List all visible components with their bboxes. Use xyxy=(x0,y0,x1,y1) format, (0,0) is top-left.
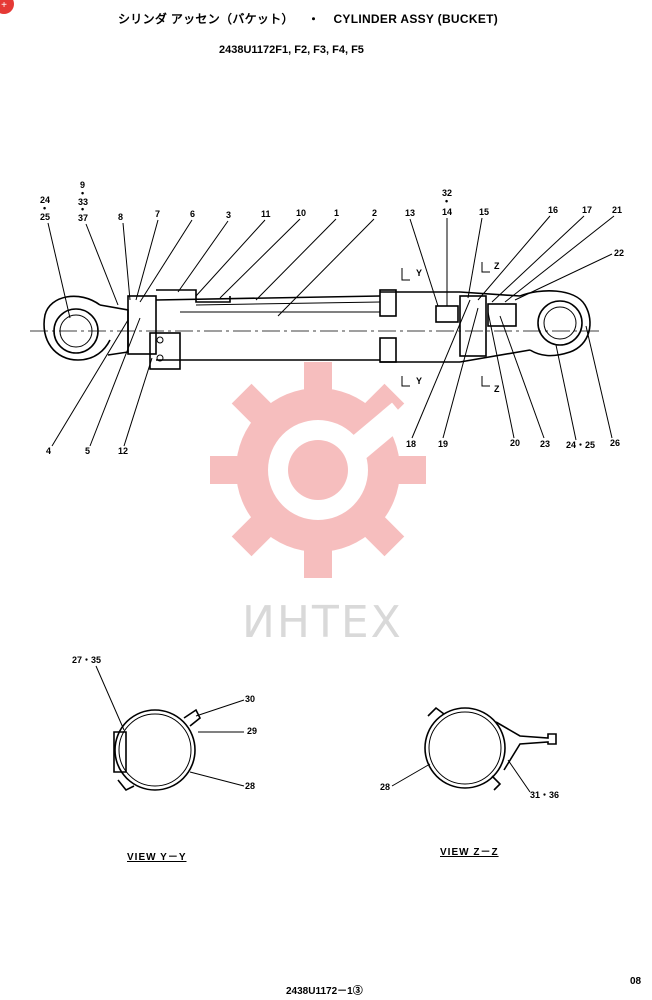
bottom-callouts: 4 5 12 18 19 20 23 24・25 26 xyxy=(46,299,620,456)
view-yy-caption: VIEW Y－Y xyxy=(127,852,187,863)
callout-20: 20 xyxy=(510,438,520,448)
callout-32: 32 xyxy=(442,188,452,198)
callout-4: 4 xyxy=(46,446,51,456)
cylinder-head xyxy=(127,289,231,370)
top-callouts: 24 • 25 9 • 33 • 37 8 7 6 3 11 10 1 2 13… xyxy=(40,180,624,319)
pipe-clamps xyxy=(379,289,517,363)
callout-12: 12 xyxy=(118,446,128,456)
title-english: CYLINDER ASSY (BUCKET) xyxy=(333,12,499,26)
svg-text:•: • xyxy=(81,188,84,198)
section-mark-z-top: Z xyxy=(494,261,500,271)
callout-15: 15 xyxy=(479,207,489,217)
callout-8: 8 xyxy=(118,212,123,222)
callout-1: 1 xyxy=(334,208,339,218)
watermark-text: ИНТЕХ xyxy=(242,597,403,648)
drawing-code: 2438U1172－1③ xyxy=(286,986,363,997)
svg-text:•: • xyxy=(445,196,448,206)
callout-13: 13 xyxy=(405,208,415,218)
rod-end-eye xyxy=(43,295,129,361)
plus-icon: + xyxy=(0,0,14,14)
callout-28-yy: 28 xyxy=(245,781,255,791)
section-mark-y-bottom: Y xyxy=(416,376,422,386)
callout-30: 30 xyxy=(245,694,255,704)
callout-17: 17 xyxy=(582,205,592,215)
watermark-gear xyxy=(210,362,426,578)
callout-9: 9 xyxy=(80,180,85,190)
callout-14: 14 xyxy=(442,207,452,217)
svg-text:•: • xyxy=(43,203,46,213)
callout-29: 29 xyxy=(247,726,257,736)
callout-26: 26 xyxy=(610,438,620,448)
callout-19: 19 xyxy=(438,439,448,449)
callout-18: 18 xyxy=(406,439,416,449)
callout-27-35: 27・35 xyxy=(72,655,101,665)
callout-7: 7 xyxy=(155,209,160,219)
callout-25: 25 xyxy=(40,212,50,222)
section-markers: Y Y Z Z xyxy=(401,261,500,394)
bottom-eye xyxy=(519,290,591,357)
callout-24-25: 24・25 xyxy=(566,440,595,450)
callout-24: 24 xyxy=(40,195,50,205)
callout-2: 2 xyxy=(372,208,377,218)
callout-5: 5 xyxy=(85,446,90,456)
page-number: 08 xyxy=(630,976,642,987)
view-yy-drawing: 27・35 30 29 28 xyxy=(72,655,257,792)
callout-37: 37 xyxy=(78,213,88,223)
callout-21: 21 xyxy=(612,205,622,215)
callout-10: 10 xyxy=(296,208,306,218)
part-numbers: 2438U1172F1, F2, F3, F4, F5 xyxy=(219,44,364,56)
title-separator: ・ xyxy=(307,12,320,26)
title-japanese: シリンダ アッセン（バケット） xyxy=(118,12,294,26)
callout-11: 11 xyxy=(261,209,271,219)
callout-23: 23 xyxy=(540,439,550,449)
callout-16: 16 xyxy=(548,205,558,215)
section-mark-z-bottom: Z xyxy=(494,384,500,394)
callout-28-zz: 28 xyxy=(380,782,390,792)
view-zz-drawing: 28 31・36 xyxy=(380,706,559,800)
section-mark-y-top: Y xyxy=(416,268,422,278)
callout-3: 3 xyxy=(226,210,231,220)
view-zz-caption: VIEW Z－Z xyxy=(440,847,499,858)
callout-6: 6 xyxy=(190,209,195,219)
callout-22: 22 xyxy=(614,248,624,258)
callout-31-36: 31・36 xyxy=(530,790,559,800)
callout-33: 33 xyxy=(78,197,88,207)
svg-text:•: • xyxy=(81,204,84,214)
document-title: シリンダ アッセン（バケット） ・ CYLINDER ASSY (BUCKET) xyxy=(118,10,498,27)
